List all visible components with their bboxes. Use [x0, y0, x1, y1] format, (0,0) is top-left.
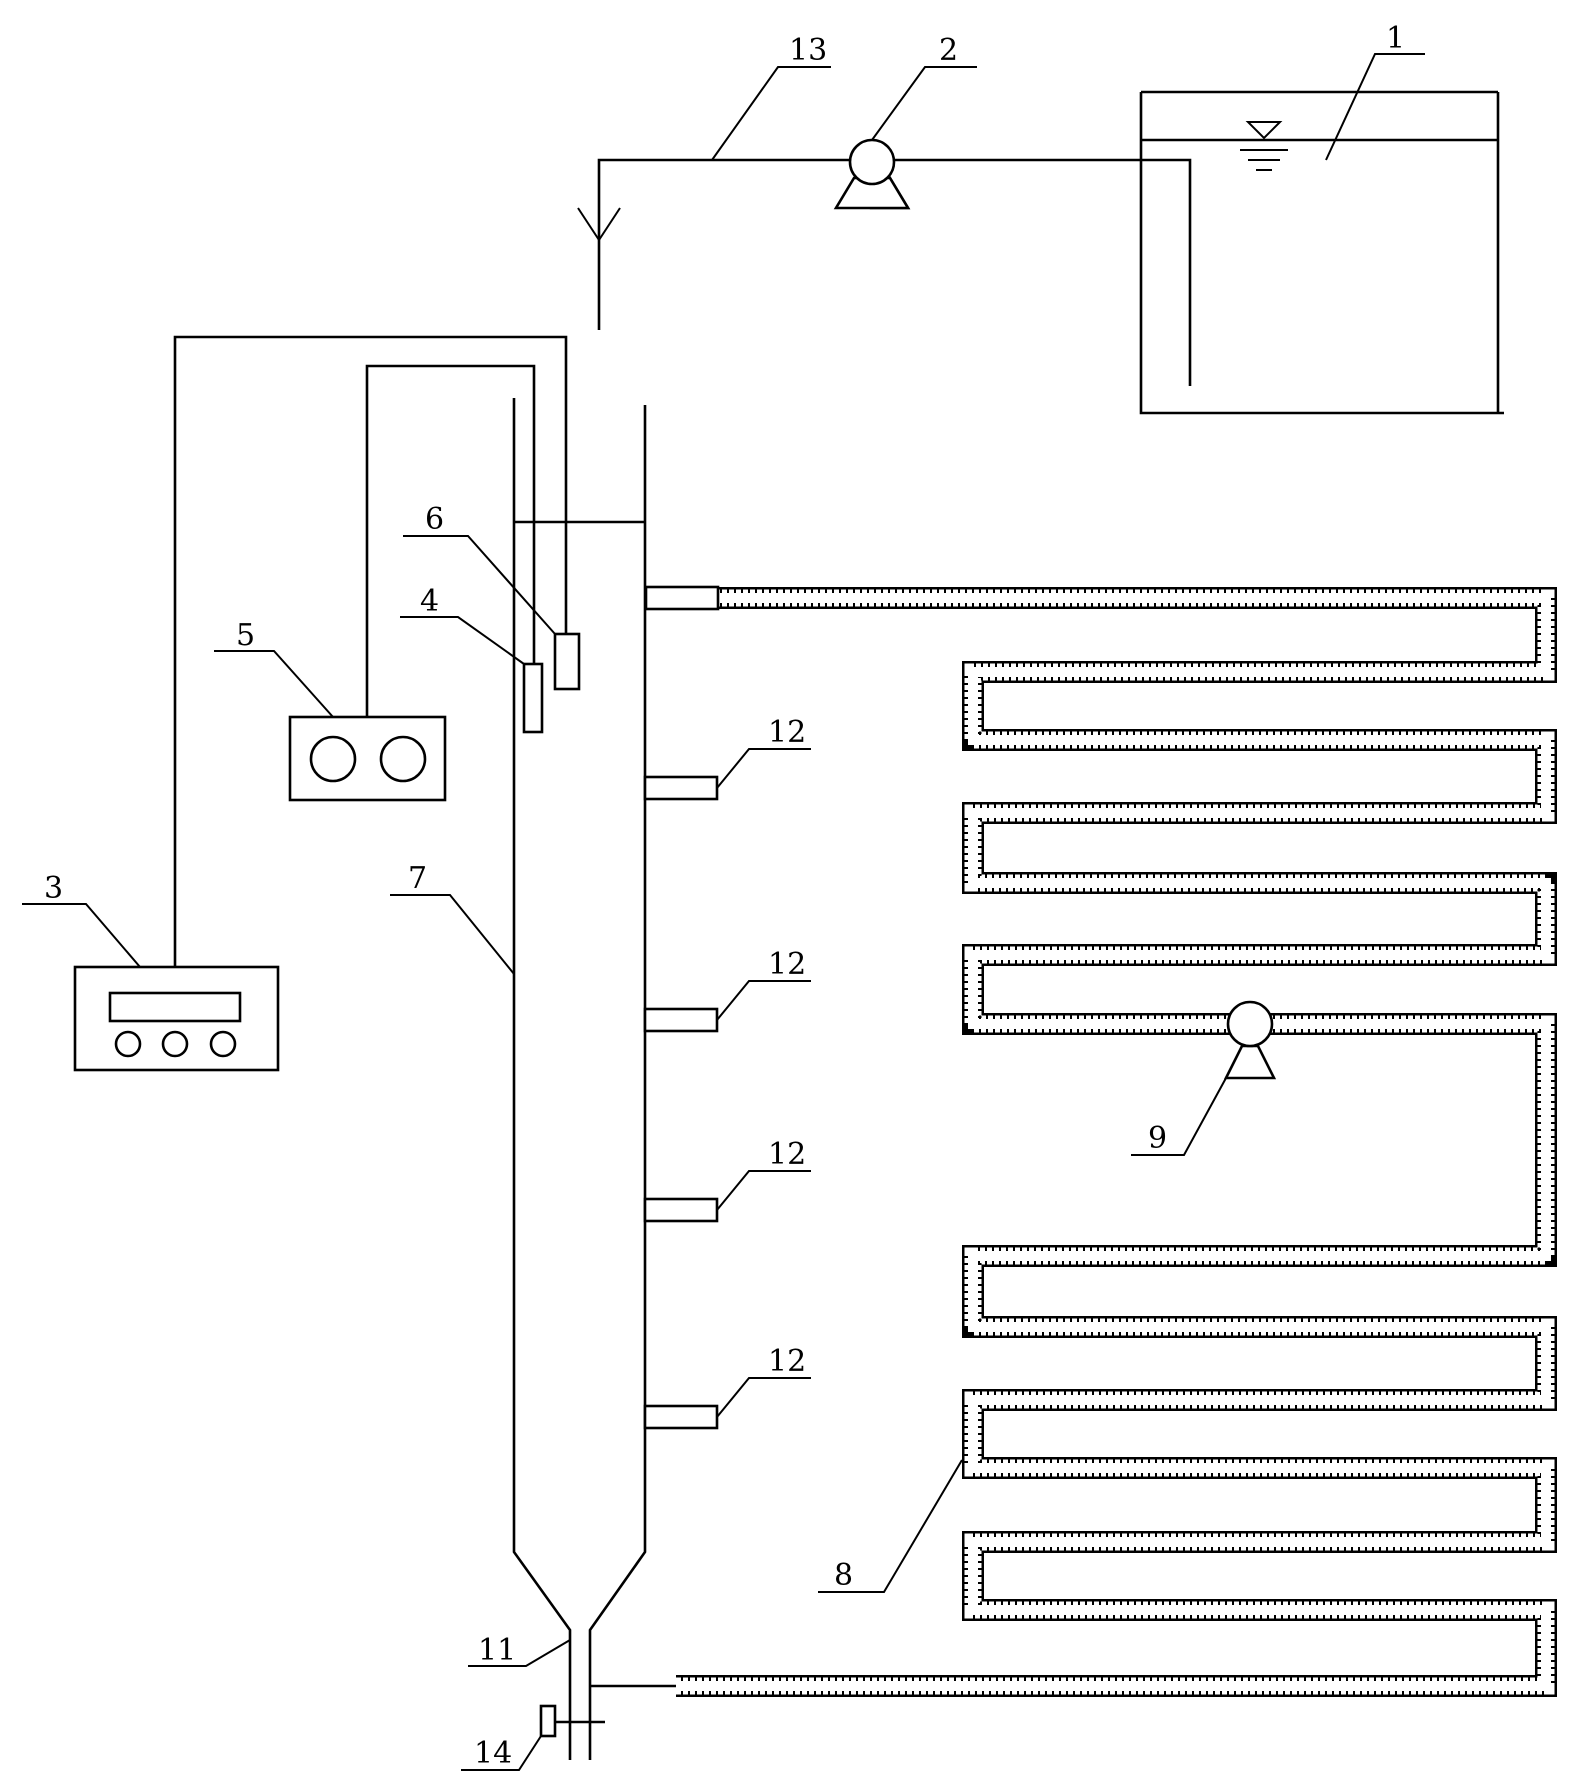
label-controller-5: 5: [236, 618, 255, 653]
label-sensor-6: 6: [425, 502, 444, 537]
controller-5: [288, 715, 447, 802]
bottom-outlet: [539, 1684, 676, 1738]
controller-3: [73, 965, 280, 1072]
sampling-port: [643, 1197, 719, 1223]
label-port-a: 12: [768, 715, 806, 750]
sampling-port: [643, 775, 719, 801]
label-pump-feed: 2: [939, 33, 958, 68]
feed-pipe: [577, 158, 908, 330]
serpentine-coil: [650, 587, 1557, 1697]
label-bottom-outlet: 11: [478, 1633, 516, 1668]
sensor-6: [173, 335, 581, 967]
label-valve: 14: [474, 1736, 512, 1771]
label-tank: 1: [1386, 21, 1405, 56]
labels: 1 2 13 3 5 4 6 7 12 12 12 12 9 8 11 14: [44, 21, 1405, 1771]
label-coil-pipe: 8: [834, 1558, 853, 1593]
sampling-port: [643, 1404, 719, 1430]
label-controller-3: 3: [44, 871, 63, 906]
leader-lines: [22, 53, 1425, 1771]
feed-tank: [908, 90, 1504, 415]
label-sensor-4: 4: [420, 584, 439, 619]
label-port-c: 12: [768, 1137, 806, 1172]
coil-inlet-stub: [644, 585, 720, 611]
sampling-port: [643, 1007, 719, 1033]
water-level-icon: [1240, 121, 1288, 171]
reactor-column: [512, 398, 647, 1760]
label-column: 7: [408, 861, 427, 896]
recirculation-pump-icon: [1223, 1000, 1277, 1080]
label-port-b: 12: [768, 947, 806, 982]
label-feed-pipe: 13: [789, 33, 827, 68]
label-recirculation-pump: 9: [1148, 1121, 1167, 1156]
label-port-d: 12: [768, 1344, 806, 1379]
feed-pump-icon: [833, 138, 911, 210]
sensor-4: [365, 364, 544, 734]
